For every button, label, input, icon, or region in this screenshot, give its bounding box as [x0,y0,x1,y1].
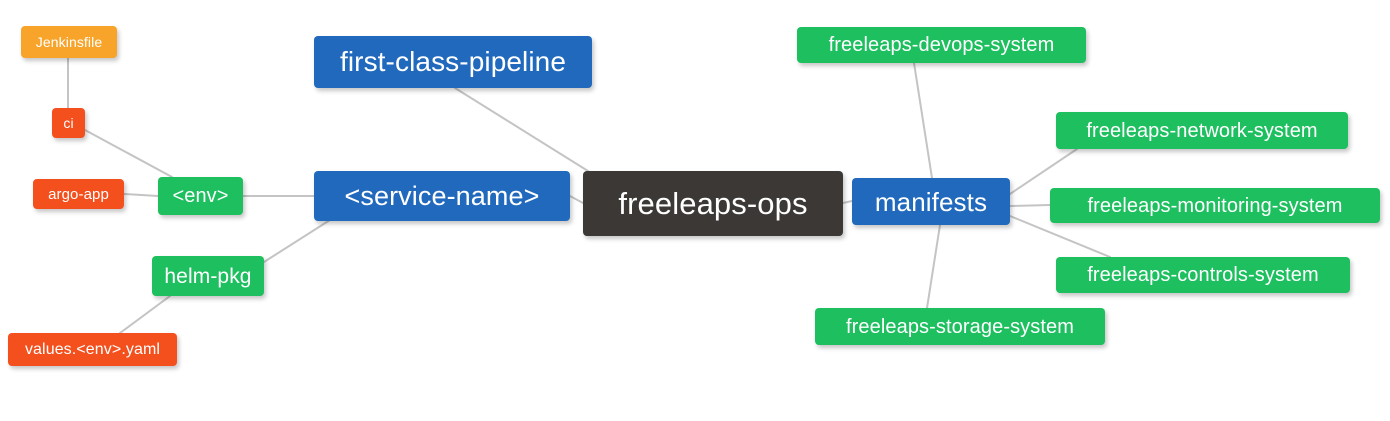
mindmap-node-storage[interactable]: freeleaps-storage-system [815,308,1105,345]
mindmap-node-jenkinsfile[interactable]: Jenkinsfile [21,26,117,58]
mindmap-node-devops[interactable]: freeleaps-devops-system [797,27,1086,63]
mindmap-node-network[interactable]: freeleaps-network-system [1056,112,1348,149]
mindmap-node-pipeline[interactable]: first-class-pipeline [314,36,592,88]
edge-root-to-service [569,195,584,204]
mindmap-node-manifests[interactable]: manifests [852,178,1010,225]
mindmap-node-argo[interactable]: argo-app [33,179,124,209]
edge-helm-to-values [119,295,171,334]
mindmap-node-helm[interactable]: helm-pkg [152,256,264,296]
mindmap-node-values[interactable]: values.<env>.yaml [8,333,177,366]
edge-env-to-argo [123,193,159,197]
edge-manifests-to-storage [926,224,941,309]
mindmap-node-root[interactable]: freeleaps-ops [583,171,843,236]
edge-service-to-helm [263,219,331,263]
mindmap-node-env[interactable]: <env> [158,177,243,215]
edge-root-to-pipeline [454,87,597,177]
edge-env-to-ci [84,129,173,178]
edge-root-to-manifests [842,200,853,204]
mindmap-node-monitoring[interactable]: freeleaps-monitoring-system [1050,188,1380,223]
mindmap-node-ci[interactable]: ci [52,108,85,138]
edge-manifests-to-devops [913,62,933,179]
mindmap-node-controls[interactable]: freeleaps-controls-system [1056,257,1350,293]
mindmap-node-service[interactable]: <service-name> [314,171,570,221]
edge-manifests-to-monitoring [1009,204,1051,207]
